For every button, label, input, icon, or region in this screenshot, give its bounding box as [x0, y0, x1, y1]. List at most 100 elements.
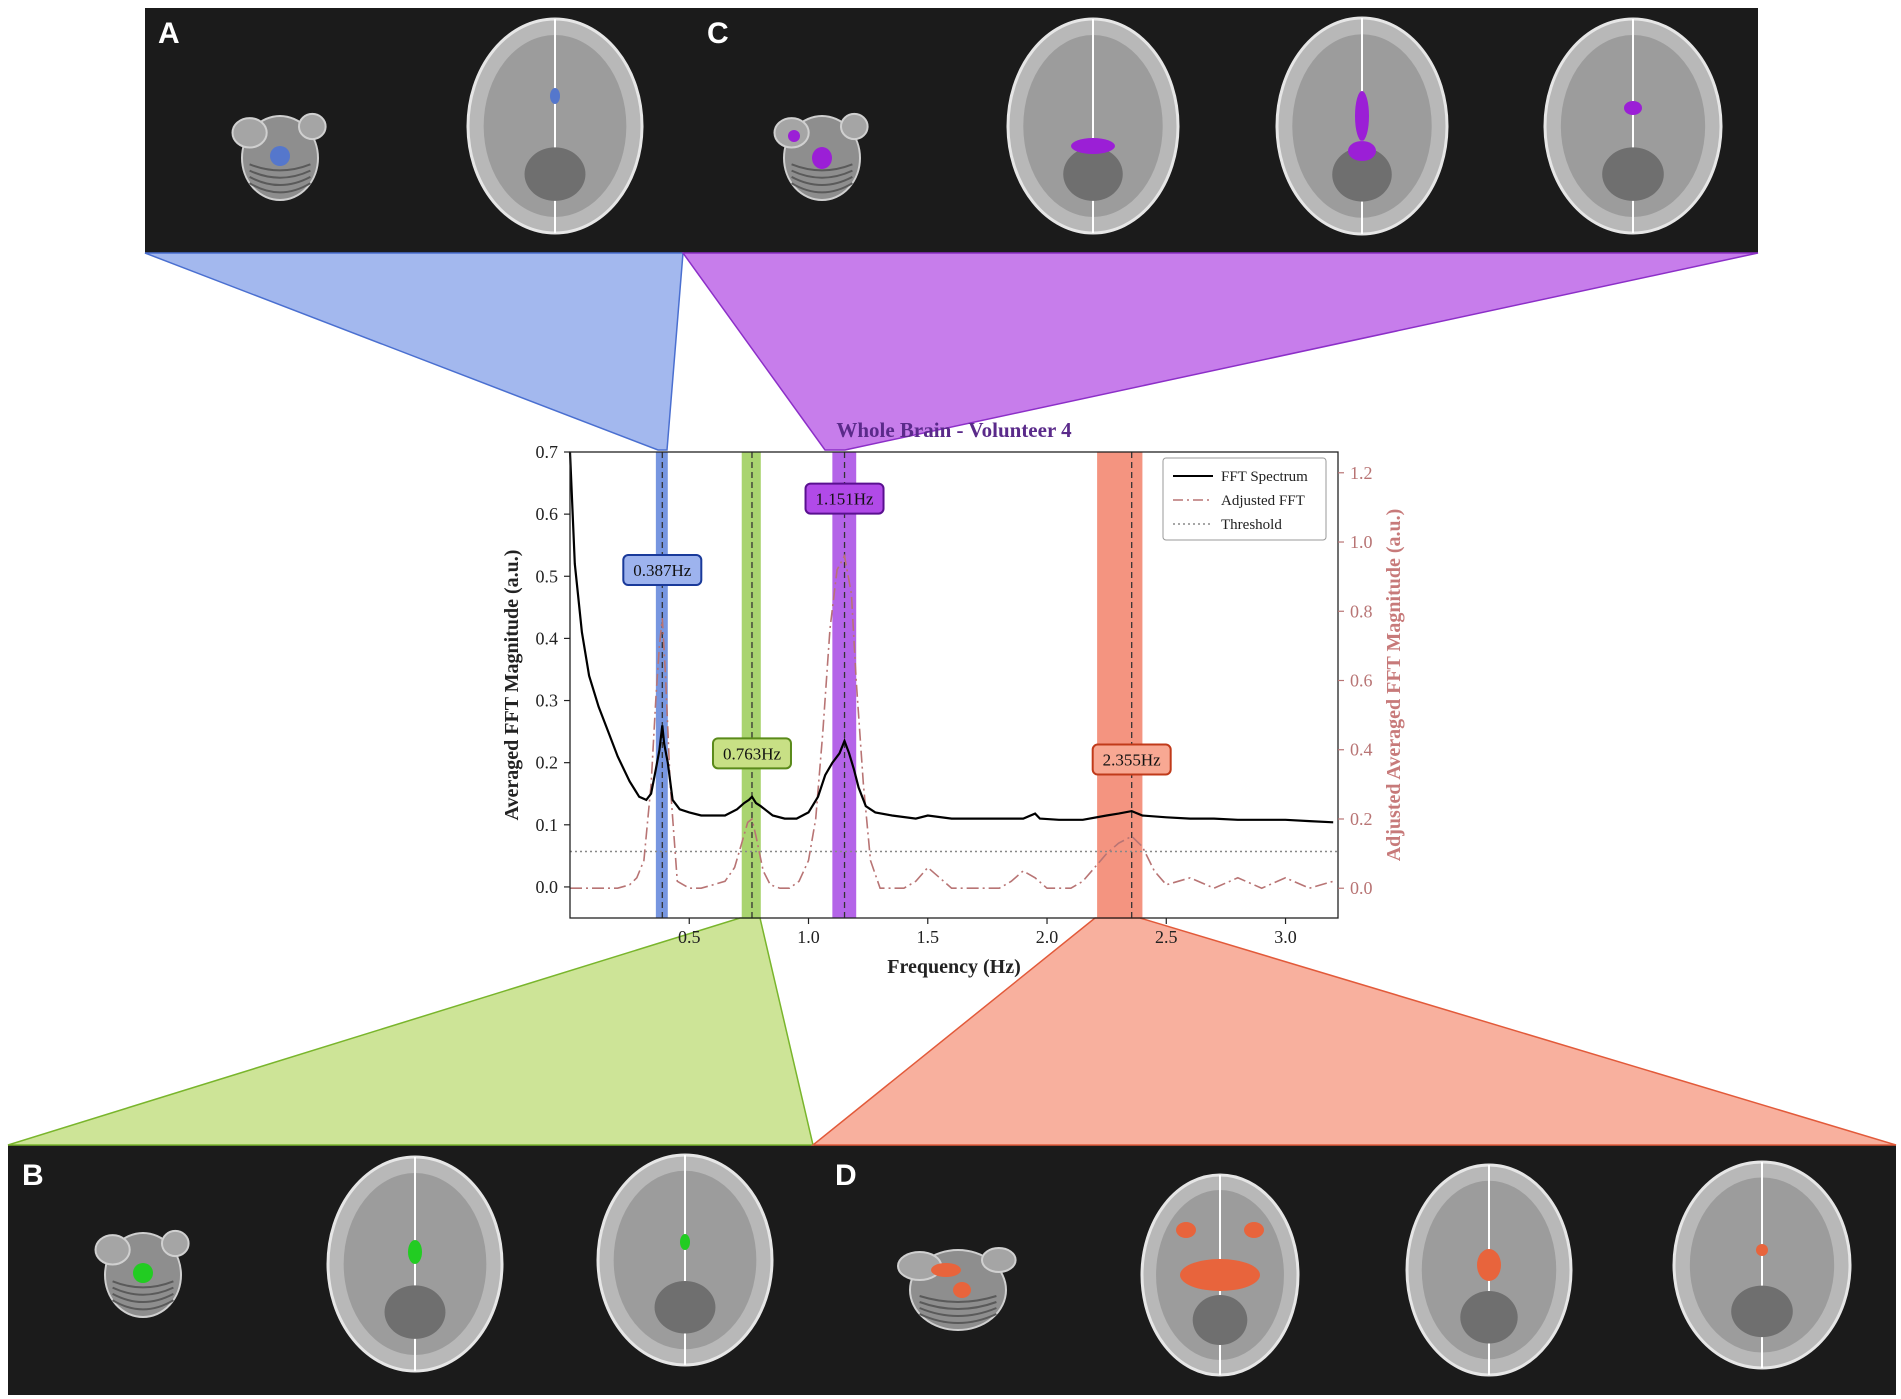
activation-region — [1348, 141, 1376, 161]
brain-slices — [94, 16, 1852, 1377]
brain-tissue — [840, 112, 869, 141]
panel-letter-d: D — [835, 1159, 857, 1192]
x-tick-label: 3.0 — [1274, 927, 1297, 947]
brain-fold — [919, 1307, 997, 1317]
activation-region — [1176, 1222, 1196, 1238]
funnel-b-green — [7, 917, 814, 1146]
brain-slice-c1 — [773, 112, 869, 201]
brain-fold — [791, 176, 853, 186]
brain-tissue — [1192, 1295, 1248, 1345]
peak-bands — [655, 452, 1143, 918]
legend-label-adjusted: Adjusted FFT — [1221, 493, 1305, 509]
activation-region — [1071, 138, 1115, 154]
panel-letter-a: A — [158, 17, 180, 50]
brain-fold — [249, 182, 311, 194]
y-right-tick-label: 0.4 — [1350, 740, 1373, 760]
brain-slice-d2 — [1140, 1173, 1300, 1377]
brain-slice-d4 — [1672, 1160, 1852, 1370]
plot-frame — [569, 451, 1339, 919]
brain-fold — [112, 1299, 174, 1311]
brain-slice-c4 — [1543, 17, 1723, 235]
activation-region — [1355, 91, 1369, 141]
chart-title: Whole Brain - Volunteer 4 — [836, 418, 1072, 442]
brain-fold — [112, 1293, 174, 1303]
activation-region — [1477, 1249, 1501, 1281]
peak-band-1 — [741, 452, 761, 918]
y-tick-label: 0.3 — [536, 691, 559, 711]
brain-tissue — [94, 1234, 131, 1266]
y-axis-label: Averaged FFT Magnitude (a.u.) — [501, 550, 523, 821]
activation-region — [680, 1234, 690, 1250]
y-right-tick-label: 1.2 — [1350, 463, 1373, 483]
x-tick-label: 1.5 — [917, 927, 940, 947]
peak-label-box-2 — [804, 482, 885, 515]
y-tick-label: 0.5 — [536, 566, 559, 586]
y-right-tick-label: 0.2 — [1350, 809, 1373, 829]
brain-tissue — [1063, 147, 1123, 201]
brain-tissue — [654, 1281, 716, 1334]
funnel-a-blue — [144, 252, 684, 451]
brain-slice-b1 — [94, 1229, 190, 1318]
brain-fold — [249, 163, 311, 172]
y-right-tick-label: 0.6 — [1350, 670, 1373, 690]
y-axis-ticks: 0.00.10.20.30.40.50.60.7 — [536, 442, 570, 897]
peak-band-3 — [1097, 452, 1143, 918]
fft-chart: Whole Brain - Volunteer 4 0.387Hz 0.763Hz… — [501, 418, 1405, 978]
brain-tissue — [231, 117, 268, 149]
brain-slice-d3 — [1405, 1163, 1573, 1377]
y-tick-label: 0.0 — [536, 877, 559, 897]
brain-tissue — [981, 1247, 1017, 1273]
brain-slice-b3 — [596, 1153, 774, 1367]
brain-tissue — [161, 1229, 190, 1258]
funnel-c-purple — [681, 252, 1759, 451]
panel-letter-c: C — [707, 17, 729, 50]
peak-label-1: 0.763Hz — [723, 744, 782, 763]
brain-fold — [919, 1295, 997, 1303]
activation-region — [953, 1282, 971, 1298]
y-right-tick-label: 0.8 — [1350, 601, 1373, 621]
peak-label-3: 2.355Hz — [1103, 751, 1162, 770]
activation-region — [408, 1240, 422, 1264]
peak-label-0: 0.387Hz — [633, 561, 692, 580]
brain-tissue — [1731, 1285, 1793, 1338]
legend-label-fft: FFT Spectrum — [1221, 469, 1308, 485]
activation-region — [931, 1263, 961, 1277]
activation-region — [1624, 101, 1642, 115]
legend-label-threshold: Threshold — [1221, 517, 1282, 533]
activation-region — [1244, 1222, 1264, 1238]
brain-tissue — [524, 147, 586, 201]
y-right-axis-ticks: 0.00.20.40.60.81.01.2 — [1338, 463, 1373, 898]
brain-fold — [249, 169, 311, 179]
y-tick-label: 0.6 — [536, 504, 559, 524]
brain-tissue — [298, 112, 327, 141]
x-axis-label: Frequency (Hz) — [887, 956, 1021, 978]
y-tick-label: 0.4 — [536, 628, 559, 648]
brain-tissue — [1460, 1291, 1518, 1344]
brain-slice-b2 — [326, 1155, 504, 1373]
activation-region — [550, 88, 560, 104]
brain-fold — [919, 1301, 997, 1310]
peak-label-box-1 — [711, 737, 792, 770]
activation-region — [812, 147, 832, 169]
brain-slice-a1 — [231, 112, 327, 201]
x-tick-label: 2.0 — [1036, 927, 1059, 947]
activation-region — [1756, 1244, 1768, 1256]
peak-label-box-3 — [1091, 743, 1172, 776]
panel-letter-b: B — [22, 1159, 44, 1192]
y-tick-label: 0.1 — [536, 815, 559, 835]
x-tick-label: 1.0 — [797, 927, 820, 947]
funnel-d-red — [810, 917, 1897, 1146]
brain-fold — [249, 176, 311, 186]
brain-fold — [791, 169, 853, 179]
brain-fold — [112, 1280, 174, 1289]
brain-fold — [112, 1286, 174, 1296]
top-image-panel — [145, 8, 1758, 253]
x-tick-label: 0.5 — [678, 927, 701, 947]
y-tick-label: 0.7 — [536, 442, 559, 462]
y-right-tick-label: 0.0 — [1350, 878, 1373, 898]
brain-tissue — [1332, 147, 1392, 202]
brain-fold — [919, 1313, 997, 1324]
